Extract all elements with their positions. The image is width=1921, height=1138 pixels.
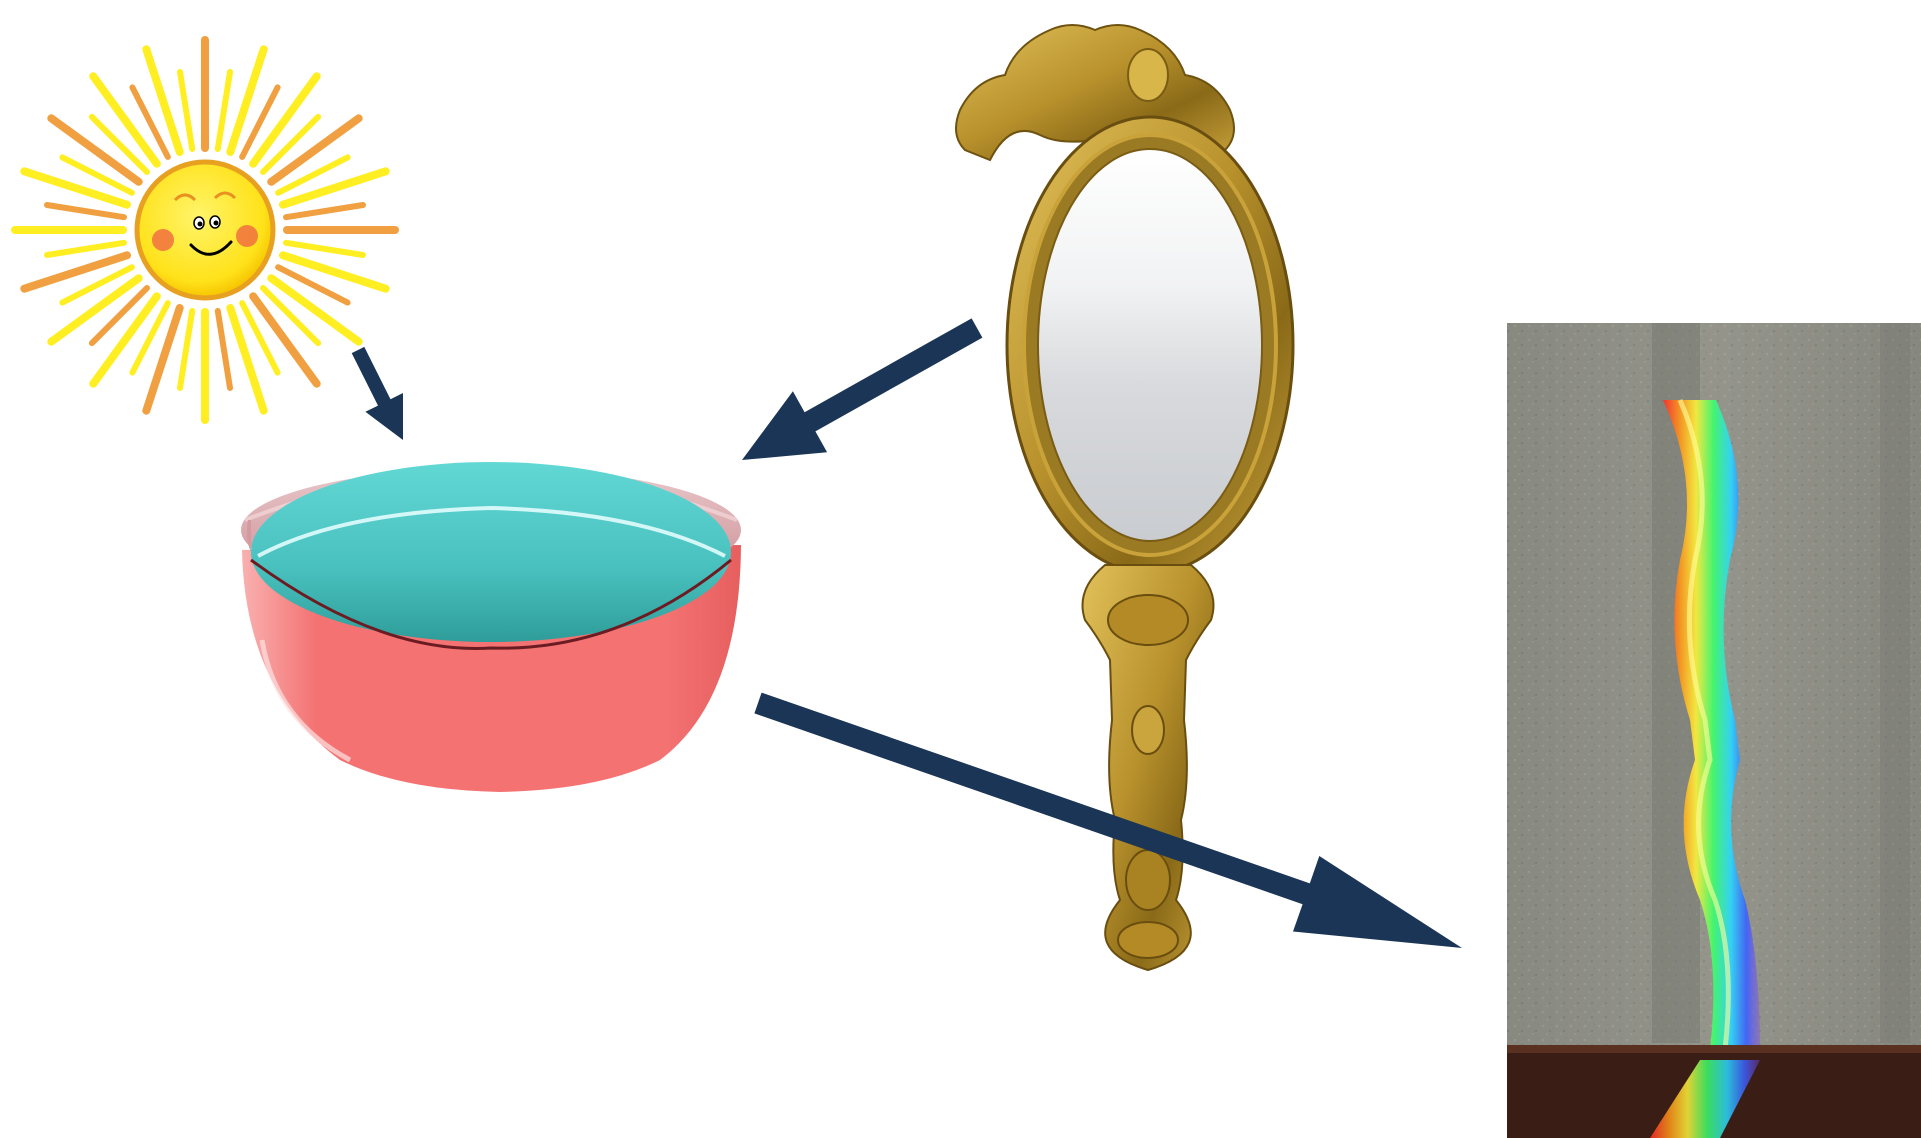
sun-ray [146,49,179,152]
sun-ray [286,243,363,255]
sun-ray [283,171,386,204]
sun-ray [47,243,124,255]
sun-ray [47,205,124,217]
sun-ray [146,308,179,411]
arrow-mirror-to-bowl [742,318,982,460]
sun-ray [218,311,230,388]
sun-ray [218,72,230,149]
sun-ray [283,255,386,288]
sun-ray [24,255,127,288]
sun-ray [230,308,263,411]
sun-ray [286,205,363,217]
sun-icon [15,40,395,420]
sun-ray [180,72,192,149]
arrow-bowl-to-rainbow [754,693,1462,948]
water-bowl-icon [241,462,741,792]
sun-ray [230,49,263,152]
arrow-sun-to-bowl [352,347,403,440]
sun-ray [24,171,127,204]
sun-ray [180,311,192,388]
rainbow-on-wall-photo [1507,323,1921,1138]
